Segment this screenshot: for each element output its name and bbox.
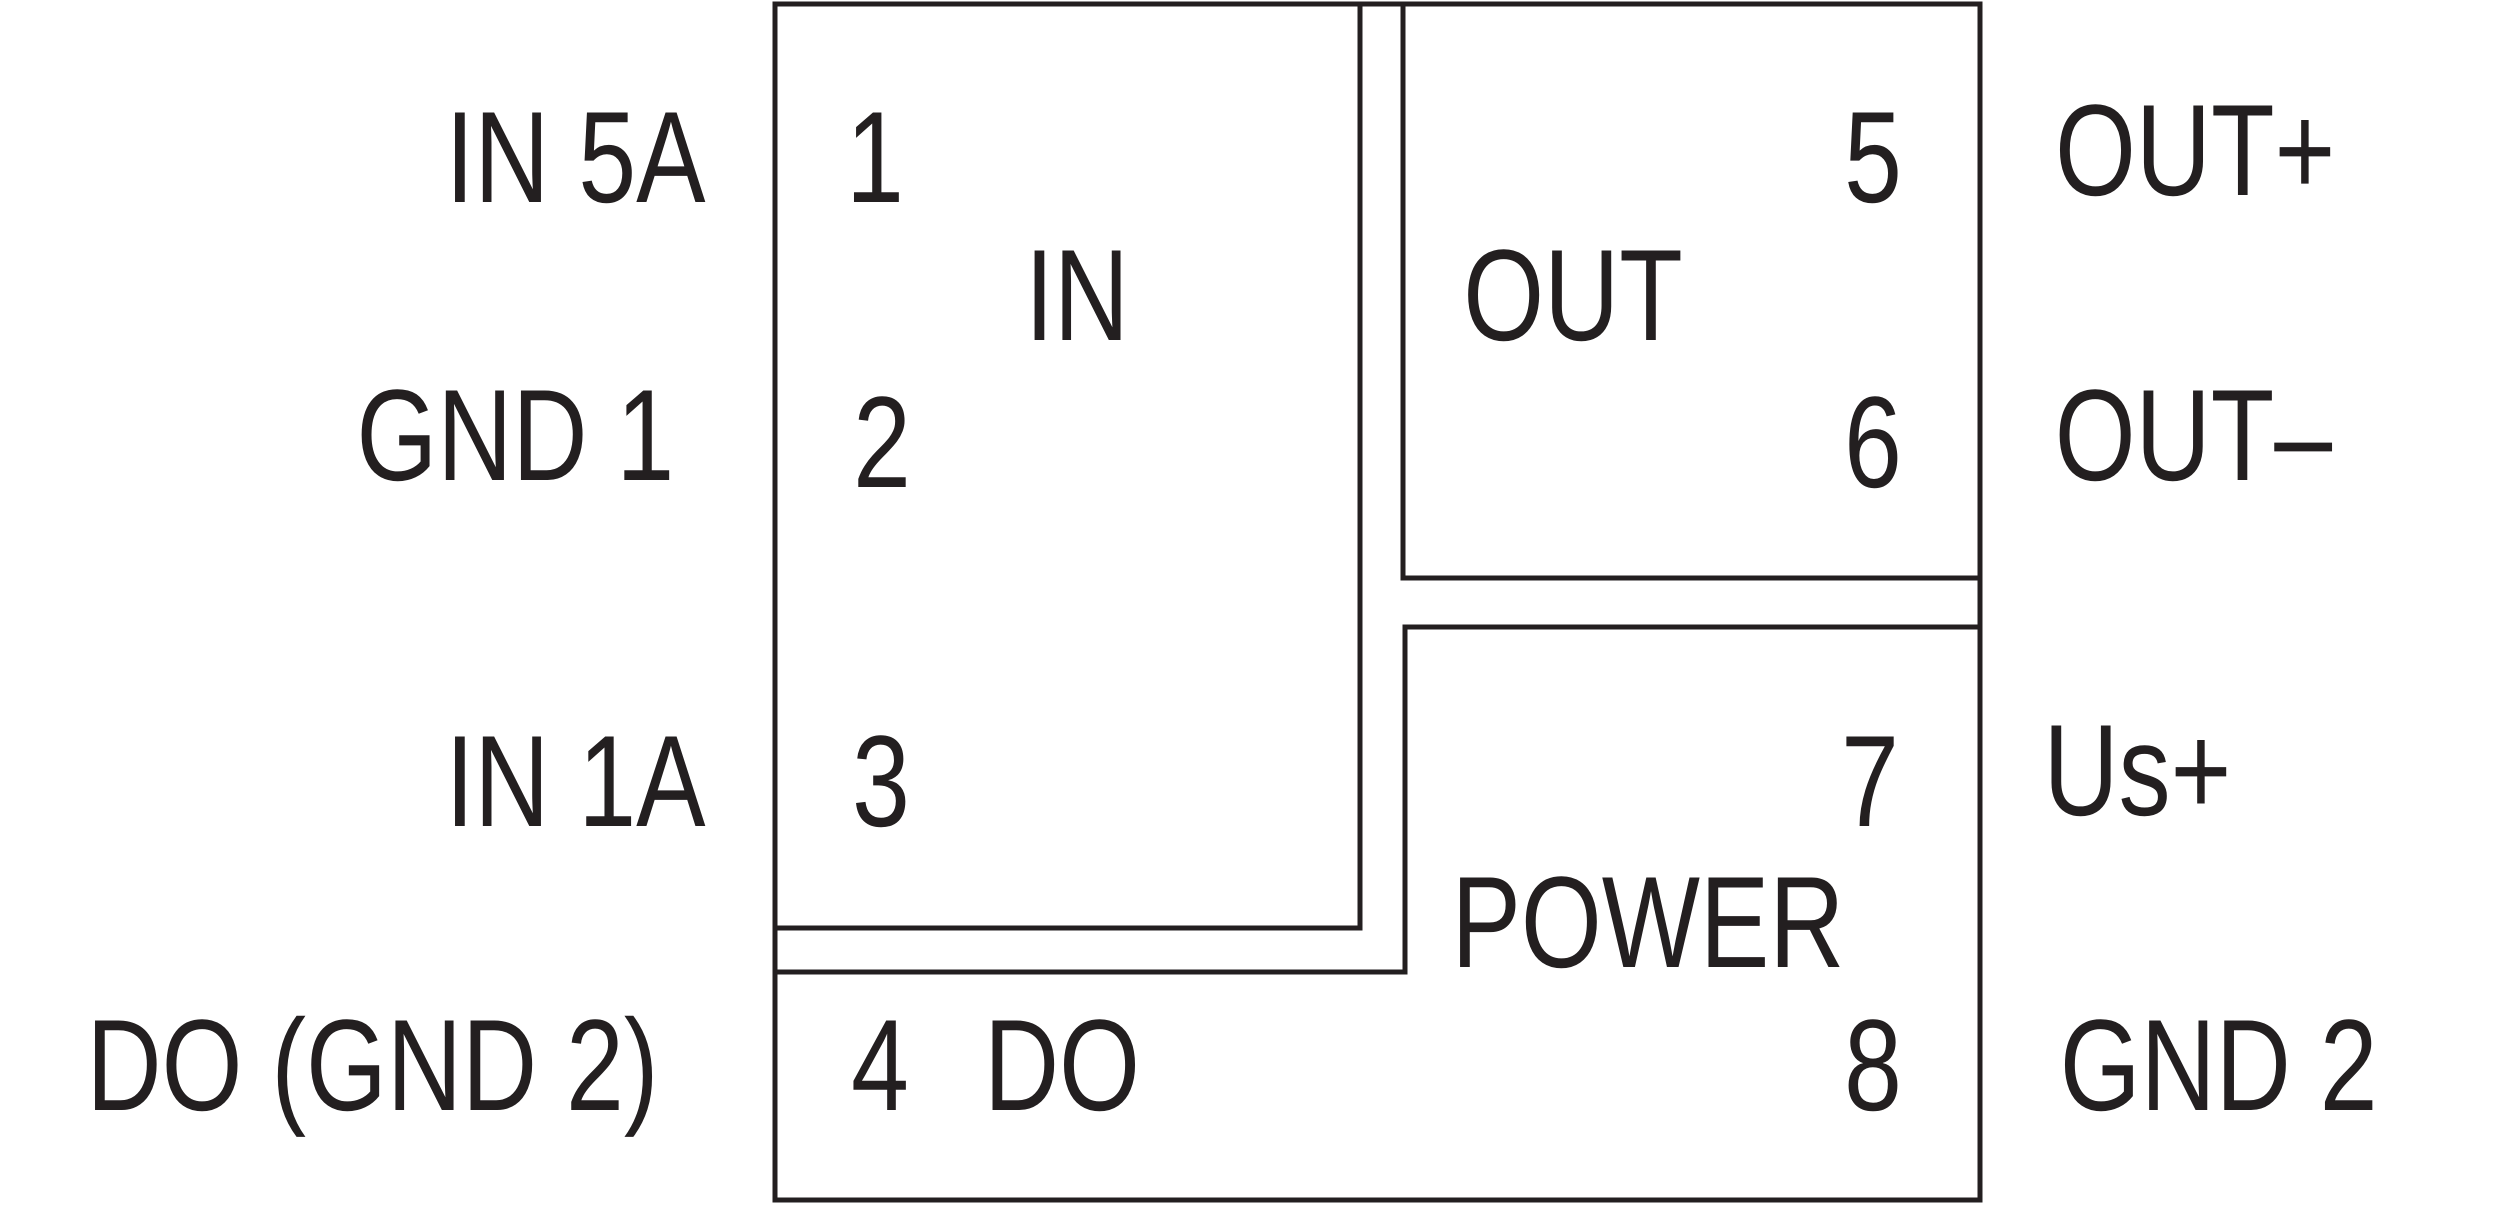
block-label-in: IN xyxy=(1025,222,1129,368)
pin-number-2: 2 xyxy=(853,369,911,515)
label-gnd-1: GND 1 xyxy=(356,362,674,508)
pin-number-3: 3 xyxy=(852,708,910,854)
pin-number-8: 8 xyxy=(1844,992,1902,1138)
pin-number-6: 6 xyxy=(1844,369,1902,515)
pin-number-4: 4 xyxy=(851,992,909,1138)
label-gnd-2: GND 2 xyxy=(2060,992,2378,1138)
label-us-plus: Us+ xyxy=(2043,697,2231,843)
pin-number-5: 5 xyxy=(1844,84,1902,230)
pin-number-7: 7 xyxy=(1841,708,1899,854)
label-do-gnd2: DO (GND 2) xyxy=(87,992,659,1138)
housing-outline xyxy=(772,1,1983,1203)
label-in-1a: IN 1A xyxy=(445,708,706,854)
block-label-power: POWER xyxy=(1452,849,1845,995)
label-in-5a: IN 5A xyxy=(445,84,706,230)
block-label-do: DO xyxy=(984,992,1140,1138)
pin-number-1: 1 xyxy=(846,84,904,230)
block-label-out: OUT xyxy=(1463,222,1683,368)
label-out-plus: OUT+ xyxy=(2055,77,2335,223)
label-out-minus: OUT– xyxy=(2055,362,2333,508)
